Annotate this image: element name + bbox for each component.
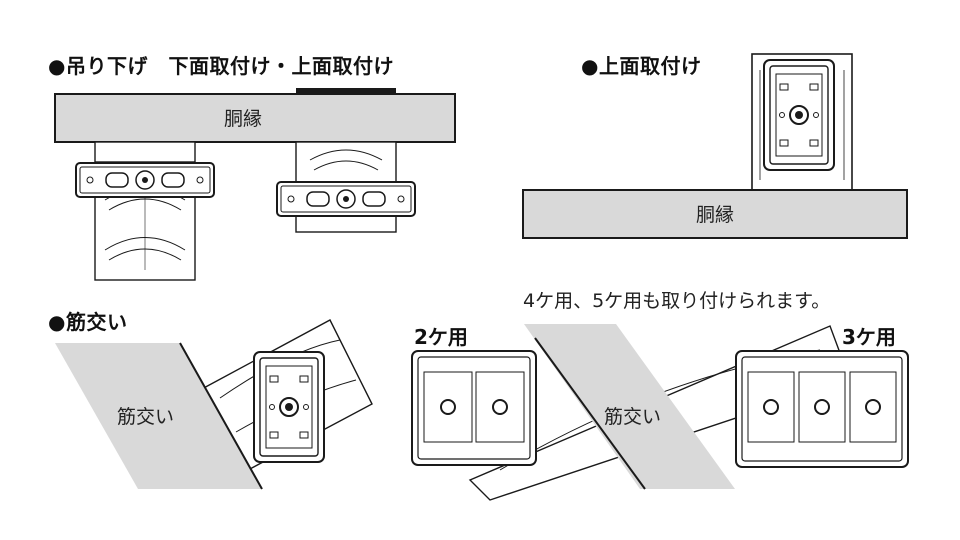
- top-mount-section-title: ●上面取付け: [581, 54, 702, 78]
- three-gang-label: 3ケ用: [842, 325, 896, 349]
- brace-section-title: ●筋交い: [48, 310, 128, 334]
- top-mount-beam-label: 胴縁: [696, 204, 735, 226]
- capacity-note: 4ケ用、5ケ用も取り付けられます。: [523, 290, 831, 312]
- hanging-beam-label: 胴縁: [224, 108, 263, 130]
- hanging-top-mount-illustration: [276, 141, 416, 233]
- brace-label-left: 筋交い: [117, 406, 175, 428]
- brace-single-illustration: [55, 319, 373, 490]
- hanging-section-title: ●吊り下げ 下面取付け・上面取付け: [48, 54, 394, 78]
- three-gang-box: [735, 350, 909, 468]
- brace-multi-illustration: [411, 324, 909, 501]
- top-mount-beam: [522, 189, 908, 239]
- brace-label-right: 筋交い: [604, 406, 662, 428]
- top-mount-illustration: [751, 53, 853, 191]
- hanging-beam: [54, 88, 456, 143]
- two-gang-label: 2ケ用: [414, 325, 468, 349]
- hanging-bottom-mount-illustration: [75, 141, 215, 281]
- two-gang-box: [411, 350, 537, 466]
